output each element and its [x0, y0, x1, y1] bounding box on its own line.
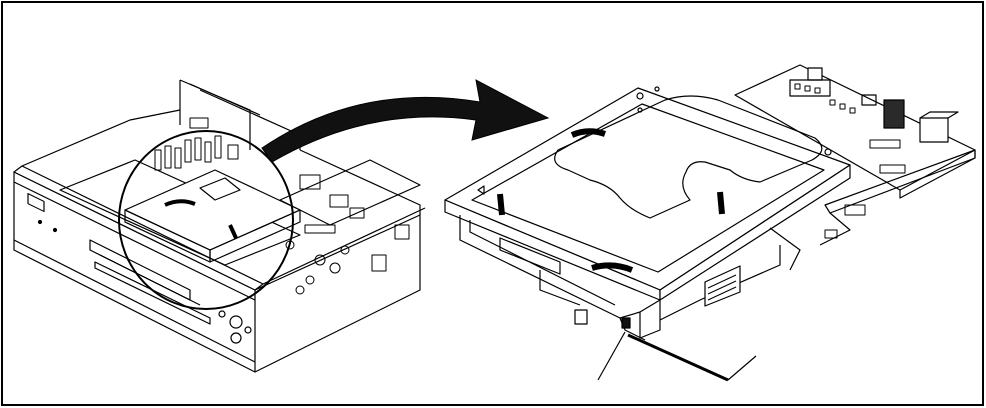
figure-frame — [0, 0, 986, 408]
